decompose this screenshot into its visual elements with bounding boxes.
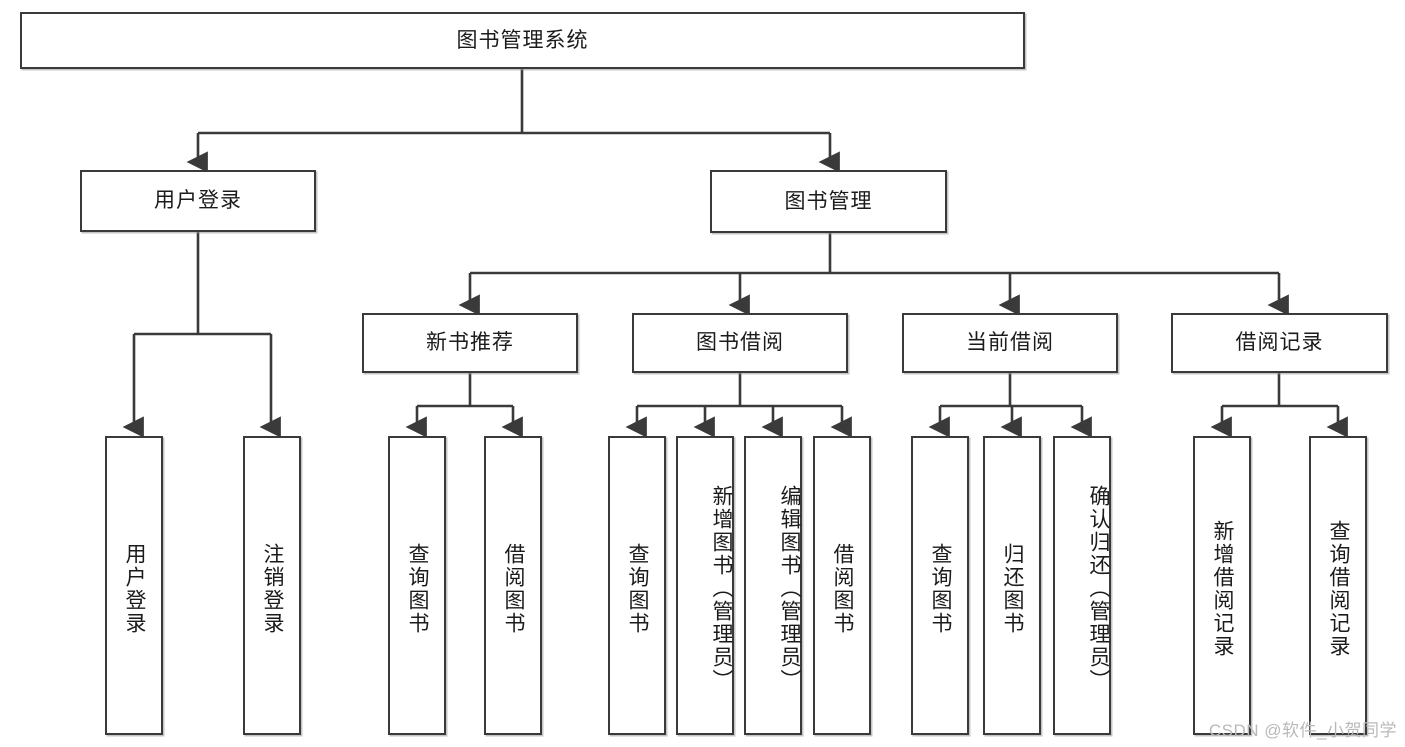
node-leaf-cur-query-book[interactable]: 查询图书 xyxy=(911,436,969,735)
node-leaf-rec-add-record[interactable]: 新增借阅记录 xyxy=(1193,436,1251,735)
node-leaf-cur-return-book[interactable]: 归还图书 xyxy=(983,436,1041,735)
node-leaf-borrow-edit-book-label: 编辑图书（管理员） xyxy=(778,485,801,692)
node-book-manage-label: 图书管理 xyxy=(784,189,873,213)
node-new-book-rec[interactable]: 新书推荐 xyxy=(362,313,578,373)
node-leaf-rec-query-record-label: 查询借阅记录 xyxy=(1327,519,1351,658)
node-leaf-borrow-borrow-book-label: 借阅图书 xyxy=(831,542,855,635)
node-book-manage[interactable]: 图书管理 xyxy=(710,170,947,233)
node-leaf-borrow-edit-book[interactable]: 编辑图书（管理员） xyxy=(744,436,802,735)
node-new-book-rec-label: 新书推荐 xyxy=(426,331,514,355)
node-leaf-borrow-query-book-label: 查询图书 xyxy=(626,542,650,635)
node-leaf-borrow-add-book[interactable]: 新增图书（管理员） xyxy=(676,436,734,735)
node-leaf-cur-return-book-label: 归还图书 xyxy=(1001,542,1025,635)
node-leaf-cur-confirm-return-label: 确认归还（管理员） xyxy=(1087,485,1110,692)
node-root-label: 图书管理系统 xyxy=(456,28,589,52)
node-current-borrow-label: 当前借阅 xyxy=(966,331,1054,355)
node-leaf-user-login[interactable]: 用户登录 xyxy=(105,436,163,735)
node-user-login[interactable]: 用户登录 xyxy=(80,170,316,232)
node-leaf-rec-query-book[interactable]: 查询图书 xyxy=(388,436,446,735)
node-book-borrow[interactable]: 图书借阅 xyxy=(632,313,848,373)
node-leaf-rec-borrow-book[interactable]: 借阅图书 xyxy=(484,436,542,735)
node-current-borrow[interactable]: 当前借阅 xyxy=(902,313,1118,373)
node-user-login-label: 用户登录 xyxy=(154,189,242,213)
node-leaf-user-logout[interactable]: 注销登录 xyxy=(243,436,301,735)
node-leaf-borrow-add-book-label: 新增图书（管理员） xyxy=(710,485,733,692)
node-leaf-borrow-borrow-book[interactable]: 借阅图书 xyxy=(813,436,871,735)
node-leaf-cur-query-book-label: 查询图书 xyxy=(929,542,953,635)
watermark-text: CSDN @软件_小贺同学 xyxy=(1208,721,1397,740)
node-leaf-user-login-label: 用户登录 xyxy=(123,542,147,635)
node-leaf-borrow-query-book[interactable]: 查询图书 xyxy=(608,436,666,735)
node-book-borrow-label: 图书借阅 xyxy=(696,331,784,355)
node-leaf-rec-add-record-label: 新增借阅记录 xyxy=(1211,519,1235,658)
node-borrow-record[interactable]: 借阅记录 xyxy=(1171,313,1388,373)
node-borrow-record-label: 借阅记录 xyxy=(1235,331,1324,355)
node-leaf-cur-confirm-return[interactable]: 确认归还（管理员） xyxy=(1053,436,1111,735)
node-leaf-user-logout-label: 注销登录 xyxy=(261,542,285,635)
node-leaf-rec-query-book-label: 查询图书 xyxy=(406,542,430,635)
node-leaf-rec-borrow-book-label: 借阅图书 xyxy=(502,542,526,635)
node-leaf-rec-query-record[interactable]: 查询借阅记录 xyxy=(1309,436,1367,735)
node-root[interactable]: 图书管理系统 xyxy=(20,12,1025,69)
